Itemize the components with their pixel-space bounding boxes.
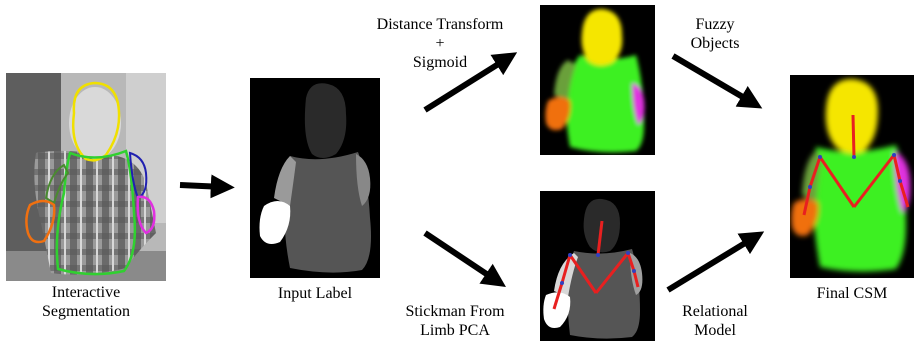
caption-line: Relational [665, 302, 765, 321]
caption-line: Sigmoid [345, 53, 535, 72]
caption-input-label: Input Label [250, 284, 380, 303]
caption-line: Fuzzy [665, 15, 765, 34]
caption-distance-transform: Distance Transform + Sigmoid [345, 15, 535, 72]
caption-fuzzy-objects: Fuzzy Objects [665, 15, 765, 53]
caption-line: Segmentation [6, 302, 166, 321]
caption-line: Stickman From [385, 302, 525, 321]
stickman-image [540, 191, 655, 341]
caption-stickman: Stickman From Limb PCA [385, 302, 525, 340]
caption-line: Objects [665, 34, 765, 53]
caption-final-csm: Final CSM [790, 284, 914, 303]
caption-line: Model [665, 321, 765, 340]
arrow-relational-to-final [668, 237, 755, 290]
arrow-input-to-label [180, 185, 224, 187]
caption-line: + [345, 34, 535, 53]
caption-relational-model: Relational Model [665, 302, 765, 340]
interactive-segmentation-image [6, 73, 166, 281]
caption-line: Limb PCA [385, 321, 525, 340]
arrow-to-stickman [425, 233, 497, 281]
caption-line: Interactive [6, 283, 166, 302]
caption-line: Final CSM [790, 284, 914, 303]
caption-line: Input Label [250, 284, 380, 303]
final-csm-image [790, 75, 914, 278]
caption-line: Distance Transform [345, 15, 535, 34]
caption-interactive-segmentation: Interactive Segmentation [6, 283, 166, 321]
arrow-fuzzy-to-final [673, 56, 753, 103]
fuzzy-objects-image [540, 5, 655, 155]
input-label-image [250, 78, 380, 278]
